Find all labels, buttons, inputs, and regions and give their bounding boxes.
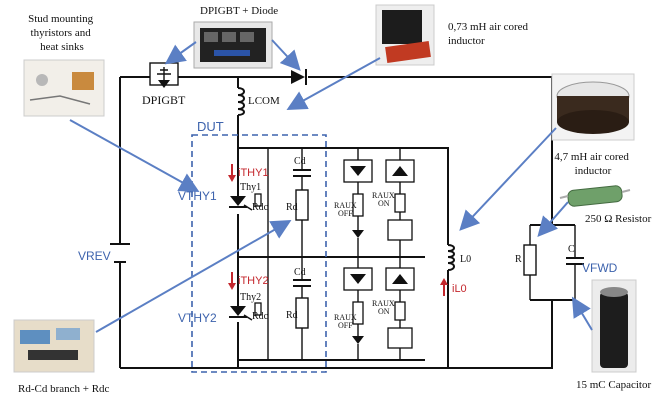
lower-snubber — [267, 257, 311, 360]
label-dut: DUT — [197, 119, 224, 134]
main-wiring — [119, 76, 553, 369]
rdc2-resistor — [254, 302, 262, 316]
label-vfwd: VFWD — [582, 261, 618, 275]
label-il0: iL0 — [452, 283, 467, 295]
lcom-inductor — [237, 87, 245, 116]
label-rdc1: Rdc — [252, 202, 269, 213]
label-rd1: Rd — [286, 202, 298, 213]
thyristor-2-symbol — [229, 306, 253, 321]
vrev-source — [110, 243, 130, 263]
photo-stud-thyristors — [23, 59, 105, 117]
thyristor-1-symbol — [229, 196, 253, 211]
label-c: C — [568, 244, 575, 255]
label-air-core-big: 4,7 mH air cored inductor — [554, 151, 631, 177]
label-r: R — [515, 254, 522, 265]
label-dpigbt-diode: DPIGBT + Diode — [200, 5, 278, 17]
label-raux-on1: RAUX ON — [372, 191, 397, 208]
label-thy1: Thy1 — [240, 182, 261, 193]
photo-air-core-small — [375, 4, 435, 66]
label-rdc2: Rdc — [252, 311, 269, 322]
photo-air-core-big — [551, 73, 635, 141]
l0-inductor — [447, 244, 455, 271]
label-cd1: Cd — [294, 156, 306, 167]
label-rd-cd: Rd-Cd branch + Rdc — [18, 383, 110, 395]
label-vrev: VREV — [78, 249, 111, 263]
label-raux-on2: RAUX ON — [372, 299, 397, 316]
label-thy2: Thy2 — [240, 292, 261, 303]
top-diode-symbol — [291, 69, 307, 85]
label-vthy1: VTHY1 — [178, 189, 217, 203]
label-air-core-small: 0,73 mH air cored inductor — [448, 21, 531, 47]
photo-rd-cd-branch — [13, 319, 95, 373]
label-resistor: 250 Ω Resistor — [585, 213, 652, 225]
label-vthy2: VTHY2 — [178, 311, 217, 325]
label-lcom: LCOM — [248, 95, 280, 107]
label-rd2: Rd — [286, 310, 298, 321]
label-ithy1: iTHY1 — [238, 167, 269, 179]
photo-dpigbt-diode — [193, 21, 273, 69]
dpigbt-symbol — [149, 62, 179, 88]
dut-boundary — [191, 134, 327, 373]
label-raux-off1: RAUX OFF — [334, 201, 359, 218]
label-dpigbt: DPIGBT — [142, 93, 186, 107]
label-stud-thyristors: Stud mounting thyristors and heat sinks — [28, 13, 96, 53]
label-raux-off2: RAUX OFF — [334, 313, 359, 330]
photo-resistor — [559, 185, 631, 207]
upper-snubber — [267, 148, 311, 257]
label-l0: L0 — [460, 254, 471, 265]
callout-arrows — [69, 39, 593, 333]
label-ithy2: iTHY2 — [238, 275, 269, 287]
upper-aux-switches — [343, 148, 415, 257]
rc-load — [523, 224, 584, 301]
label-cd2: Cd — [294, 267, 306, 278]
rdc1-resistor — [254, 193, 262, 207]
photo-capacitor — [591, 279, 637, 373]
label-capacitor: 15 mC Capacitor — [576, 379, 651, 391]
lower-aux-switches — [343, 257, 415, 360]
